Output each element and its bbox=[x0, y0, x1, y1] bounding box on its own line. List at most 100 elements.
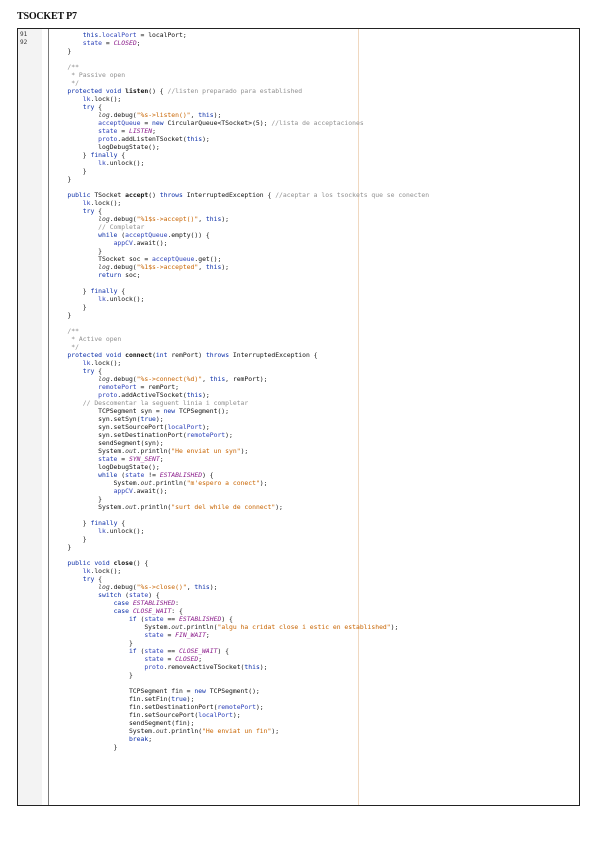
code-token: soc; bbox=[121, 271, 141, 279]
code-token bbox=[52, 615, 129, 623]
code-token: { bbox=[94, 367, 103, 375]
code-token: acceptQueue bbox=[152, 255, 195, 263]
code-token: .debug( bbox=[109, 375, 137, 383]
code-token bbox=[52, 391, 98, 399]
code-token: TSocket bbox=[90, 191, 126, 199]
code-token: ); bbox=[259, 663, 268, 671]
code-token: log bbox=[98, 111, 110, 119]
code-line: break; bbox=[52, 735, 152, 743]
code-token: .get(); bbox=[194, 255, 222, 263]
code-token: } bbox=[52, 151, 91, 159]
code-token: accept bbox=[125, 191, 149, 199]
code-line: // Completar bbox=[52, 223, 144, 231]
code-line: log.debug("%1$s->accept()", this); bbox=[52, 215, 229, 223]
code-token: "He enviat un syn" bbox=[171, 447, 241, 455]
code-token: ); bbox=[259, 479, 268, 487]
code-token: != bbox=[144, 471, 160, 479]
code-token: { bbox=[117, 287, 126, 295]
code-token: { bbox=[117, 151, 126, 159]
code-line: } bbox=[52, 495, 102, 503]
code-token: } bbox=[52, 311, 72, 319]
code-token: , remPort); bbox=[225, 375, 268, 383]
code-token: remotePort bbox=[186, 431, 226, 439]
code-token: .println( bbox=[167, 727, 203, 735]
code-line: case ESTABLISHED: bbox=[52, 599, 179, 607]
code-token bbox=[52, 239, 114, 247]
code-line: log.debug("%s->listen()", this); bbox=[52, 111, 221, 119]
code-token: protected void bbox=[67, 351, 122, 359]
code-line: } bbox=[52, 247, 102, 255]
code-token: ); bbox=[155, 415, 164, 423]
code-token: this bbox=[205, 215, 222, 223]
code-token: , bbox=[186, 583, 195, 591]
code-token: .empty()) { bbox=[167, 231, 210, 239]
code-token: "%s->close()" bbox=[136, 583, 187, 591]
code-token: System. bbox=[52, 727, 156, 735]
code-token: InterruptedException { bbox=[229, 351, 318, 359]
code-token: state bbox=[144, 631, 164, 639]
code-token bbox=[52, 223, 98, 231]
code-token bbox=[52, 263, 98, 271]
code-token: = bbox=[163, 655, 176, 663]
code-token: finally bbox=[90, 519, 118, 527]
code-token: ); bbox=[275, 503, 283, 511]
code-token: CLOSED bbox=[113, 39, 137, 47]
code-token: = bbox=[102, 39, 114, 47]
code-token: } bbox=[52, 495, 103, 503]
code-line: remotePort = remPort; bbox=[52, 383, 179, 391]
code-token: public void bbox=[67, 559, 110, 567]
code-token: } bbox=[52, 175, 72, 183]
code-token: throws bbox=[205, 351, 230, 359]
code-token: sendSegment(syn); bbox=[52, 439, 164, 447]
code-token: * Active open bbox=[52, 335, 122, 343]
code-token: ); bbox=[221, 215, 230, 223]
code-line: TCPSegment syn = new TCPSegment(); bbox=[52, 407, 229, 415]
code-token: .await(); bbox=[132, 487, 168, 495]
code-token: = bbox=[117, 127, 129, 135]
code-token: appCV bbox=[113, 239, 133, 247]
code-token: } bbox=[52, 519, 91, 527]
code-token: } bbox=[52, 247, 103, 255]
code-line: */ bbox=[52, 79, 79, 87]
code-line: while (acceptQueue.empty()) { bbox=[52, 231, 210, 239]
code-token: .unlock(); bbox=[105, 295, 145, 303]
line-number-gutter bbox=[18, 29, 42, 805]
code-token: = bbox=[163, 631, 176, 639]
code-token bbox=[52, 39, 83, 47]
code-token: .addActiveTSocket( bbox=[117, 391, 187, 399]
code-token: localPort bbox=[198, 711, 233, 719]
code-line: logDebugState(); bbox=[52, 463, 160, 471]
code-token: state bbox=[144, 655, 164, 663]
code-token: remotePort bbox=[98, 383, 137, 391]
code-token: "algu ha cridat close i estic en establi… bbox=[217, 623, 391, 631]
code-token: new bbox=[163, 407, 176, 415]
code-line: fin.setSourcePort(localPort); bbox=[52, 711, 241, 719]
code-token: () bbox=[148, 191, 160, 199]
code-token: while bbox=[98, 471, 118, 479]
code-token: lk bbox=[98, 295, 106, 303]
code-token bbox=[52, 607, 114, 615]
code-token: SYN_SENT bbox=[128, 455, 160, 463]
code-token bbox=[52, 455, 98, 463]
code-token: } bbox=[52, 743, 118, 751]
code-token: listen bbox=[125, 87, 149, 95]
code-token: System. bbox=[52, 479, 141, 487]
code-token bbox=[52, 231, 98, 239]
code-token: ) { bbox=[202, 471, 214, 479]
code-token: System. bbox=[52, 447, 126, 455]
code-token: /** bbox=[52, 327, 79, 335]
code-token: ) { bbox=[148, 591, 160, 599]
code-line: } bbox=[52, 639, 133, 647]
code-token: ); bbox=[221, 263, 230, 271]
code-token: ); bbox=[255, 703, 264, 711]
code-token: out bbox=[125, 447, 137, 455]
code-token bbox=[52, 399, 83, 407]
code-token: { bbox=[94, 207, 103, 215]
code-line: public void close() { bbox=[52, 559, 148, 567]
code-token bbox=[52, 95, 83, 103]
code-token: , bbox=[198, 215, 206, 223]
code-line: state = SYN_SENT; bbox=[52, 455, 163, 463]
code-token bbox=[52, 295, 98, 303]
code-token: this bbox=[186, 391, 203, 399]
code-token bbox=[52, 567, 83, 575]
